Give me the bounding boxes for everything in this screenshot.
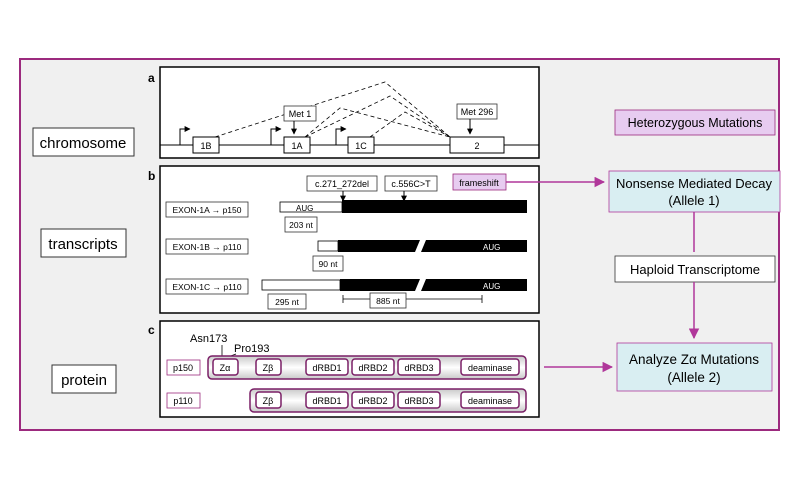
asn173-label: Asn173: [190, 333, 227, 345]
svg-text:dRBD2: dRBD2: [358, 396, 387, 406]
svg-text:dRBD1: dRBD1: [312, 363, 341, 373]
domain-zbeta: Zβ: [255, 358, 282, 376]
svg-text:1C: 1C: [355, 141, 367, 151]
heterozygous-mutations-box: Heterozygous Mutations: [614, 109, 776, 136]
transcript-exon-1b: EXON-1B → p110 AUG 90 nt: [165, 238, 527, 272]
svg-text:Analyze Zα Mutations: Analyze Zα Mutations: [629, 352, 759, 367]
svg-text:AUG: AUG: [296, 204, 313, 213]
label-protein-box: protein: [51, 364, 117, 394]
svg-text:c.271_272del: c.271_272del: [315, 179, 369, 189]
svg-text:EXON-1B → p110: EXON-1B → p110: [173, 242, 242, 252]
svg-text:EXON-1A → p150: EXON-1A → p150: [173, 205, 242, 215]
svg-text:dRBD1: dRBD1: [312, 396, 341, 406]
domain-drbd2-p110: dRBD2: [351, 391, 395, 409]
mutation-2: c.556C>T: [384, 175, 438, 202]
label-transcripts: transcripts: [48, 236, 117, 253]
svg-text:Met 296: Met 296: [461, 107, 494, 117]
mutation-1: c.271_272del: [306, 175, 378, 202]
svg-text:Zβ: Zβ: [263, 396, 274, 406]
svg-text:Met 1: Met 1: [289, 109, 312, 119]
promoter-arrows: [179, 126, 347, 145]
label-chromosome: chromosome: [40, 135, 127, 152]
domain-deaminase: deaminase: [460, 358, 520, 376]
svg-text:dRBD3: dRBD3: [404, 363, 433, 373]
domain-drbd2: dRBD2: [351, 358, 395, 376]
svg-text:p150: p150: [173, 363, 193, 373]
svg-text:203 nt: 203 nt: [289, 220, 313, 230]
svg-text:(Allele 2): (Allele 2): [667, 370, 720, 385]
domain-drbd1-p110: dRBD1: [305, 391, 349, 409]
splice-lines: [214, 81, 451, 138]
panel-label-c: c: [148, 323, 155, 337]
panel-label-b: b: [148, 169, 155, 183]
svg-text:2: 2: [474, 141, 479, 151]
svg-text:(Allele 1): (Allele 1): [668, 193, 719, 208]
domain-drbd3: dRBD3: [397, 358, 441, 376]
svg-text:Haploid Transcriptome: Haploid Transcriptome: [630, 262, 760, 277]
svg-text:885 nt: 885 nt: [376, 296, 400, 306]
analyze-box: Analyze Zα Mutations (Allele 2): [616, 342, 773, 392]
label-chromosome-box: chromosome: [32, 127, 135, 157]
label-transcripts-box: transcripts: [40, 228, 127, 258]
domain-drbd1: dRBD1: [305, 358, 349, 376]
svg-text:frameshift: frameshift: [459, 178, 499, 188]
frameshift-badge: frameshift: [452, 173, 507, 191]
exon-2: 2: [449, 136, 505, 154]
svg-text:Zα: Zα: [220, 363, 231, 373]
nmd-box: Nonsense Mediated Decay (Allele 1): [608, 170, 781, 213]
svg-text:295 nt: 295 nt: [275, 297, 299, 307]
svg-text:EXON-1C → p110: EXON-1C → p110: [172, 282, 242, 292]
svg-text:dRBD2: dRBD2: [358, 363, 387, 373]
domain-zbeta-p110: Zβ: [255, 391, 282, 409]
svg-text:deaminase: deaminase: [468, 363, 512, 373]
svg-text:1B: 1B: [200, 141, 211, 151]
domain-deaminase-p110: deaminase: [460, 391, 520, 409]
pro193-label: Pro193: [234, 343, 269, 355]
domain-drbd3-p110: dRBD3: [397, 391, 441, 409]
svg-text:dRBD3: dRBD3: [404, 396, 433, 406]
exon-1b: 1B: [192, 136, 220, 154]
svg-text:AUG: AUG: [483, 282, 500, 291]
transcript-exon-1c: EXON-1C → p110 AUG 295 nt 885 nt: [165, 278, 527, 310]
svg-text:90 nt: 90 nt: [319, 259, 339, 269]
protein-p150: p150 Zα Zβ dRBD1 dRBD2 dRBD3 deaminase: [166, 355, 527, 380]
svg-text:Zβ: Zβ: [263, 363, 274, 373]
exon-1a: 1A: [283, 136, 311, 154]
svg-text:Nonsense Mediated Decay: Nonsense Mediated Decay: [616, 176, 773, 191]
svg-text:c.556C>T: c.556C>T: [391, 179, 431, 189]
label-protein: protein: [61, 372, 107, 389]
met1-label: Met 1: [283, 105, 317, 135]
met296-label: Met 296: [456, 103, 498, 135]
panel-label-a: a: [148, 71, 155, 85]
protein-p110: p110 Zβ dRBD1 dRBD2 dRBD3 deaminase: [166, 388, 527, 413]
svg-text:AUG: AUG: [483, 243, 500, 252]
svg-text:Heterozygous Mutations: Heterozygous Mutations: [628, 116, 763, 130]
domain-zalpha: Zα: [212, 358, 239, 376]
haploid-box: Haploid Transcriptome: [614, 255, 776, 283]
exon-1c: 1C: [347, 136, 375, 154]
svg-text:deaminase: deaminase: [468, 396, 512, 406]
flow-arrows: [506, 176, 700, 373]
svg-text:p110: p110: [173, 396, 192, 406]
transcript-exon-1a: EXON-1A → p150 AUG 203 nt: [165, 200, 527, 233]
svg-text:1A: 1A: [291, 141, 302, 151]
